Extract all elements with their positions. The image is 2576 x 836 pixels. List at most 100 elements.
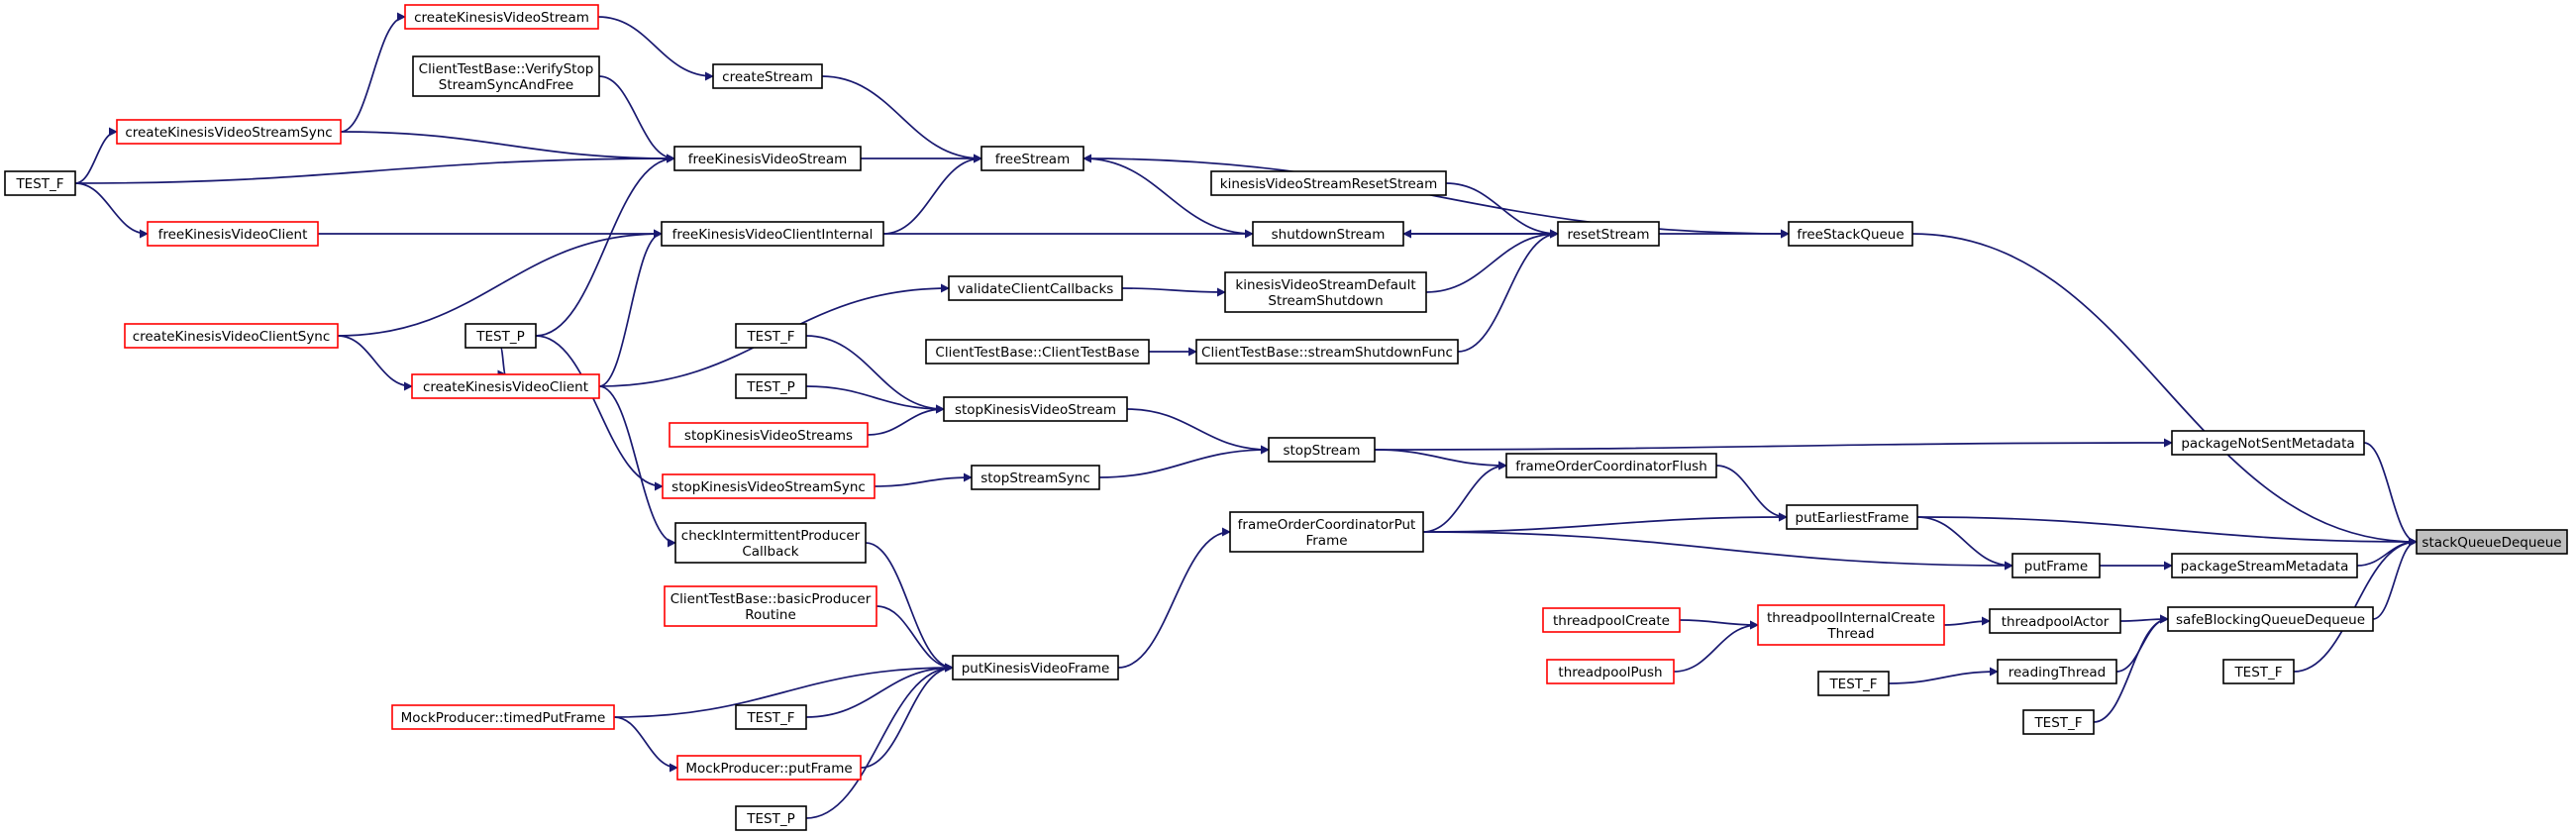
node-test_p_left[interactable]: TEST_P	[464, 323, 537, 349]
node-label-streamShutdownFunc: ClientTestBase::streamShutdownFunc	[1201, 345, 1453, 361]
node-timedPutFrame[interactable]: MockProducer::timedPutFrame	[391, 704, 615, 730]
node-freeKinesisVideoClientInternal[interactable]: freeKinesisVideoClientInternal	[661, 221, 884, 247]
node-threadpoolActor[interactable]: threadpoolActor	[1989, 608, 2121, 634]
node-test_f_reading_a[interactable]: TEST_F	[1817, 671, 1890, 696]
edge-packageNotSentMetadata-to-stackQueueDequeue	[2363, 442, 2418, 547]
node-box-test_p_stop	[735, 373, 807, 399]
node-box-test_f_reading_a	[1817, 671, 1890, 696]
node-threadpoolPush[interactable]: threadpoolPush	[1546, 659, 1675, 684]
node-safeBlockingQueueDequeue[interactable]: safeBlockingQueueDequeue	[2167, 606, 2374, 632]
edge-createKinesisVideoClient-to-freeKinesisVideoClientInternal	[598, 229, 663, 387]
node-test_f_root[interactable]: TEST_F	[2222, 659, 2295, 684]
edge-stopKinesisVideoStream-to-stopStream	[1126, 408, 1270, 455]
node-freeKinesisVideoClient[interactable]: freeKinesisVideoClient	[147, 221, 319, 247]
node-label-resetStream: resetStream	[1567, 227, 1649, 243]
node-box-createStream	[712, 63, 823, 89]
node-createKinesisVideoClientSync[interactable]: createKinesisVideoClientSync	[124, 323, 339, 349]
node-test_f_left[interactable]: TEST_F	[4, 170, 76, 196]
node-box-createKinesisVideoClientSync	[124, 323, 339, 349]
node-box-safeBlockingQueueDequeue	[2167, 606, 2374, 632]
node-freeStackQueue[interactable]: freeStackQueue	[1788, 221, 1913, 247]
node-putEarliestFrame[interactable]: putEarliestFrame	[1786, 504, 1918, 530]
node-test_p_stop[interactable]: TEST_P	[735, 373, 807, 399]
node-frameOrderCoordinatorFlush[interactable]: frameOrderCoordinatorFlush	[1505, 453, 1717, 478]
edge-test_f_reading_b-to-safeBlockingQueueDequeue	[2093, 614, 2169, 723]
node-box-stopStreamSync	[971, 465, 1100, 490]
node-createKinesisVideoStream[interactable]: createKinesisVideoStream	[404, 4, 599, 30]
node-label-threadpoolInternalCreateThread: threadpoolInternalCreate	[1767, 610, 1935, 626]
node-freeKinesisVideoStream[interactable]: freeKinesisVideoStream	[673, 146, 862, 171]
node-freeStream[interactable]: freeStream	[980, 146, 1084, 171]
node-box-createKinesisVideoStreamSync	[116, 119, 342, 145]
edge-createKinesisVideoClientSync-to-freeKinesisVideoClientInternal	[337, 229, 663, 337]
node-stopKinesisVideoStream[interactable]: stopKinesisVideoStream	[943, 396, 1128, 422]
node-label-freeKinesisVideoClientInternal: freeKinesisVideoClientInternal	[672, 227, 874, 243]
edge-test_f_left-to-freeKinesisVideoStream	[74, 154, 675, 184]
node-label-test_f_reading_b: TEST_F	[2033, 715, 2082, 731]
edge-timedPutFrame-to-mockPutFrame	[613, 716, 678, 773]
node-createKinesisVideoStreamSync[interactable]: createKinesisVideoStreamSync	[116, 119, 342, 145]
edge-test_p_left-to-stopKinesisVideoStreamSync	[535, 335, 664, 491]
node-label-test_f_stop: TEST_F	[746, 329, 794, 345]
node-label-checkIntermittentProducerCallback: Callback	[742, 544, 798, 560]
node-stackQueueDequeue[interactable]: stackQueueDequeue	[2416, 529, 2568, 555]
node-packageStreamMetadata[interactable]: packageStreamMetadata	[2171, 553, 2358, 578]
node-test_f_put[interactable]: TEST_F	[735, 704, 807, 730]
node-validateClientCallbacks[interactable]: validateClientCallbacks	[948, 275, 1123, 301]
node-label-stackQueueDequeue: stackQueueDequeue	[2421, 535, 2561, 551]
node-clientTestBase[interactable]: ClientTestBase::ClientTestBase	[925, 339, 1150, 365]
node-test_p_put[interactable]: TEST_P	[735, 805, 807, 831]
node-mockPutFrame[interactable]: MockProducer::putFrame	[676, 755, 862, 781]
edge-test_f_reading_a-to-readingThread	[1888, 667, 1999, 684]
node-putKinesisVideoFrame[interactable]: putKinesisVideoFrame	[952, 655, 1119, 680]
node-shutdownStream[interactable]: shutdownStream	[1252, 221, 1404, 247]
node-label-test_p_left: TEST_P	[475, 329, 524, 345]
edge-checkIntermittentProducerCallback-to-putKinesisVideoFrame	[865, 542, 954, 673]
node-label-test_f_reading_a: TEST_F	[1828, 677, 1877, 692]
node-putFrame[interactable]: putFrame	[2011, 553, 2101, 578]
node-label-test_f_put: TEST_F	[746, 710, 794, 726]
node-box-freeKinesisVideoStream	[673, 146, 862, 171]
node-createStream[interactable]: createStream	[712, 63, 823, 89]
node-stopStreamSync[interactable]: stopStreamSync	[971, 465, 1100, 490]
node-label-frameOrderCoordinatorPutFrame: frameOrderCoordinatorPut	[1238, 517, 1416, 533]
edge-test_p_left-to-createKinesisVideoClient	[497, 347, 507, 379]
node-box-clientTestBase	[925, 339, 1150, 365]
edge-mockPutFrame-to-putKinesisVideoFrame	[860, 663, 954, 769]
node-label-createKinesisVideoClient: createKinesisVideoClient	[423, 379, 588, 395]
node-stopKinesisVideoStreams[interactable]: stopKinesisVideoStreams	[669, 422, 869, 448]
node-kinesisVideoStreamResetStream[interactable]: kinesisVideoStreamResetStream	[1210, 170, 1447, 196]
node-label-test_p_put: TEST_P	[746, 811, 794, 827]
node-packageNotSentMetadata[interactable]: packageNotSentMetadata	[2171, 430, 2365, 456]
node-createKinesisVideoClient[interactable]: createKinesisVideoClient	[411, 373, 600, 399]
edge-frameOrderCoordinatorPutFrame-to-putEarliestFrame	[1422, 512, 1788, 533]
edge-threadpoolPush-to-threadpoolInternalCreateThread	[1673, 620, 1759, 673]
node-verifyStopStreamSyncAndFree[interactable]: ClientTestBase::VerifyStopStreamSyncAndF…	[412, 55, 600, 97]
node-box-packageNotSentMetadata	[2171, 430, 2365, 456]
node-test_f_stop[interactable]: TEST_F	[735, 323, 807, 349]
node-label-putFrame: putFrame	[2024, 559, 2088, 575]
node-stopKinesisVideoStreamSync[interactable]: stopKinesisVideoStreamSync	[662, 473, 876, 499]
edge-test_p_put-to-putKinesisVideoFrame	[805, 663, 954, 819]
edge-test_f_left-to-createKinesisVideoStreamSync	[74, 127, 118, 184]
node-stopStream[interactable]: stopStream	[1268, 437, 1376, 463]
edge-stopStream-to-frameOrderCoordinatorFlush	[1374, 449, 1507, 470]
node-readingThread[interactable]: readingThread	[1997, 659, 2117, 684]
node-box-threadpoolPush	[1546, 659, 1675, 684]
node-label-stopStream: stopStream	[1283, 443, 1360, 459]
edge-kinesisVideoStreamResetStream-to-resetStream	[1445, 182, 1559, 239]
edge-createStream-to-freeStream	[821, 75, 982, 163]
node-box-stopKinesisVideoStreamSync	[662, 473, 876, 499]
node-test_f_reading_b[interactable]: TEST_F	[2022, 709, 2095, 735]
edge-createKinesisVideoStreamSync-to-freeKinesisVideoStream	[340, 131, 675, 163]
node-threadpoolCreate[interactable]: threadpoolCreate	[1542, 607, 1681, 633]
node-resetStream[interactable]: resetStream	[1557, 221, 1660, 247]
node-streamShutdownFunc[interactable]: ClientTestBase::streamShutdownFunc	[1195, 339, 1459, 365]
node-label-packageNotSentMetadata: packageNotSentMetadata	[2181, 436, 2354, 452]
